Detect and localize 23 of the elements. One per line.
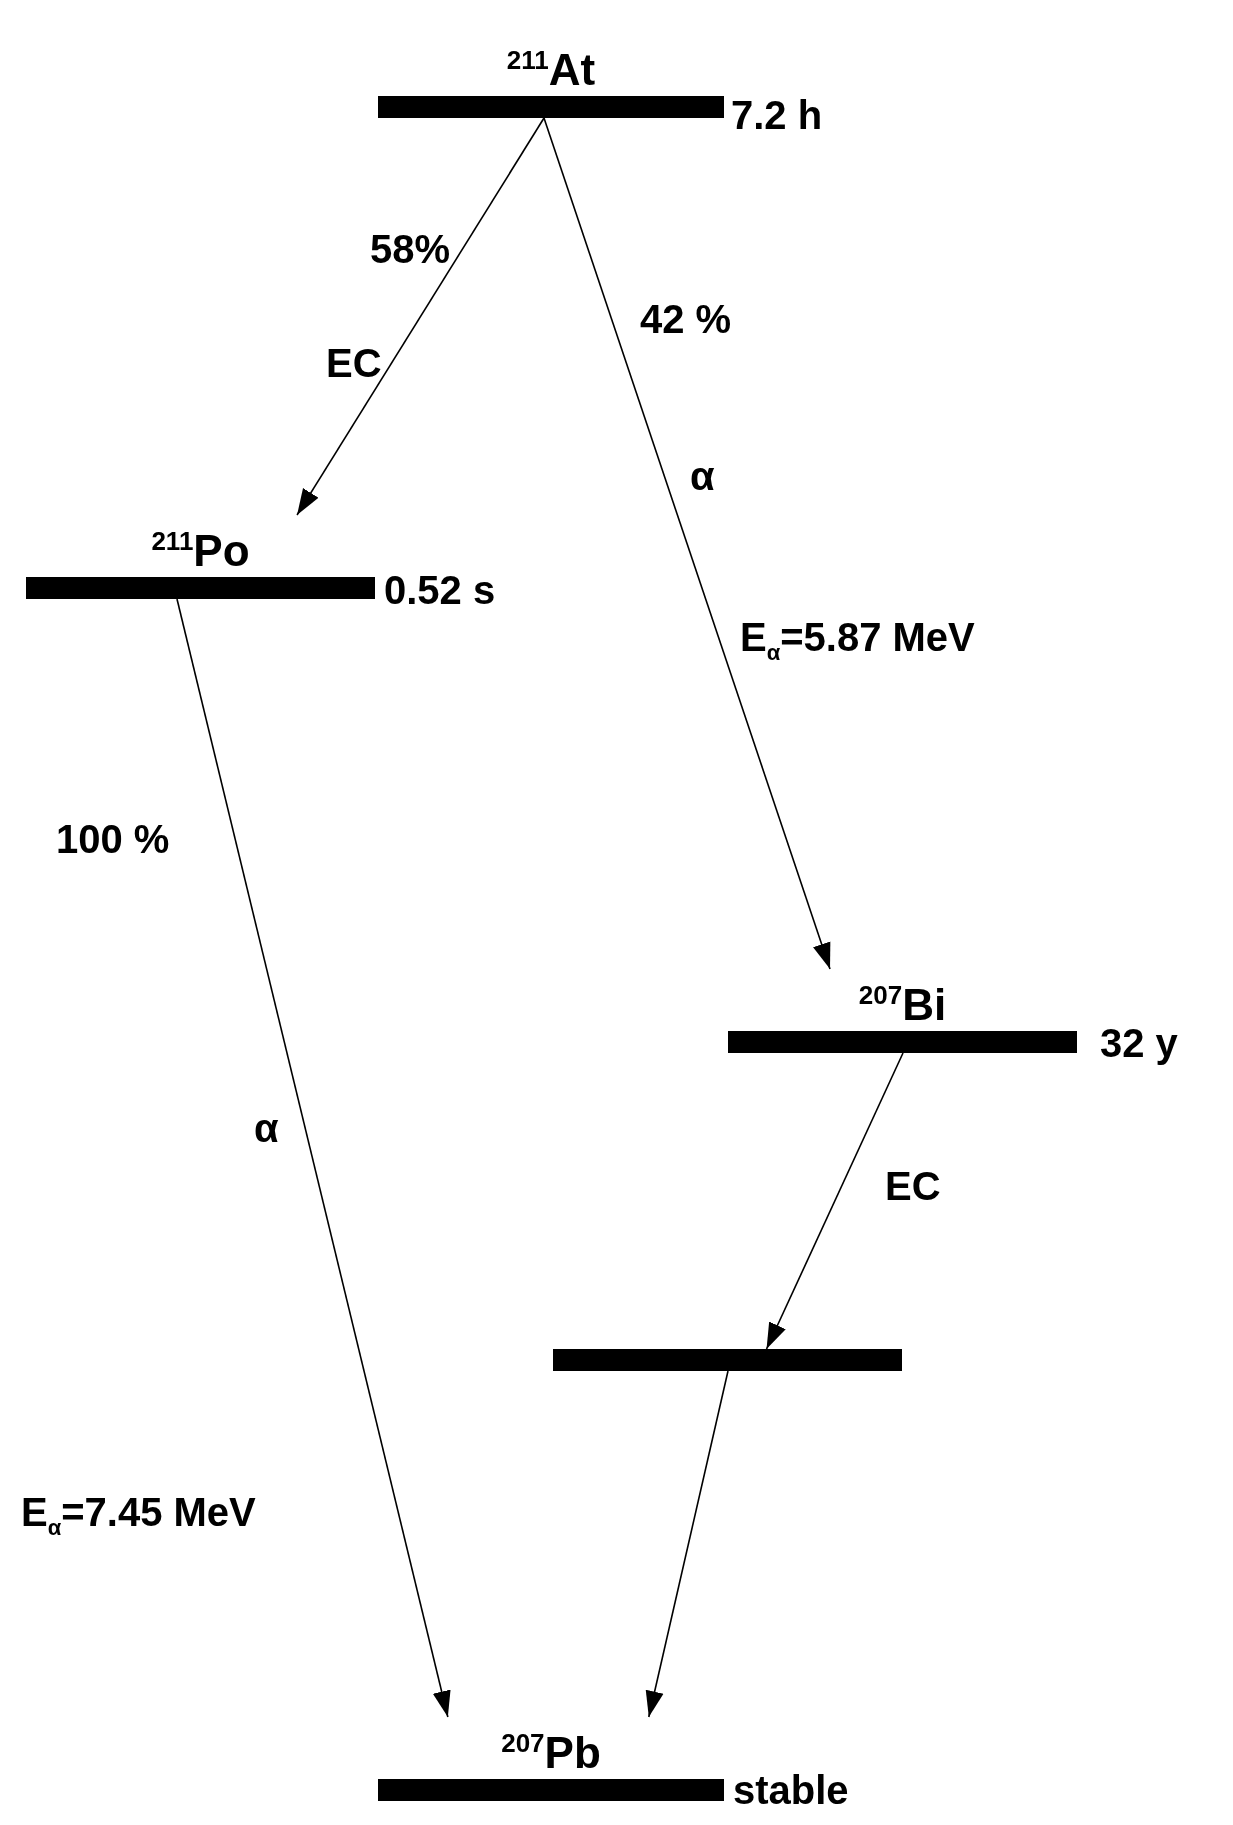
half-life-label: stable bbox=[733, 1767, 849, 1813]
half-life-label: 32 y bbox=[1100, 1020, 1178, 1066]
half-life-label: 0.52 s bbox=[384, 567, 496, 613]
energy-level-bar bbox=[553, 1349, 902, 1371]
nuclide-label: $^{207}$Bi bbox=[857, 978, 948, 1031]
edge-label: 42 % bbox=[640, 296, 732, 342]
arrow bbox=[296, 117, 545, 516]
decay-symbol: α bbox=[254, 1105, 279, 1151]
arrow bbox=[645, 1370, 729, 1718]
edge-label: 58% bbox=[370, 226, 451, 272]
nuclide-label: $^{211}$Po bbox=[150, 524, 251, 577]
energy-label: E$_{α}$=5.87 MeV bbox=[740, 614, 975, 667]
arrow bbox=[176, 598, 451, 1718]
edge-label: 100 % bbox=[56, 816, 170, 862]
arrow bbox=[765, 1052, 904, 1350]
arrow bbox=[543, 117, 831, 970]
nuclide-label: $^{211}$At bbox=[505, 43, 597, 96]
process-label: EC bbox=[326, 340, 382, 386]
edge-label: EC bbox=[885, 1163, 941, 1209]
half-life-label: 7.2 h bbox=[731, 92, 823, 138]
decay-symbol: α bbox=[690, 453, 715, 499]
energy-label: E$_{α}$=7.45 MeV bbox=[21, 1489, 256, 1542]
nuclide-label: $^{207}$Pb bbox=[500, 1726, 602, 1779]
